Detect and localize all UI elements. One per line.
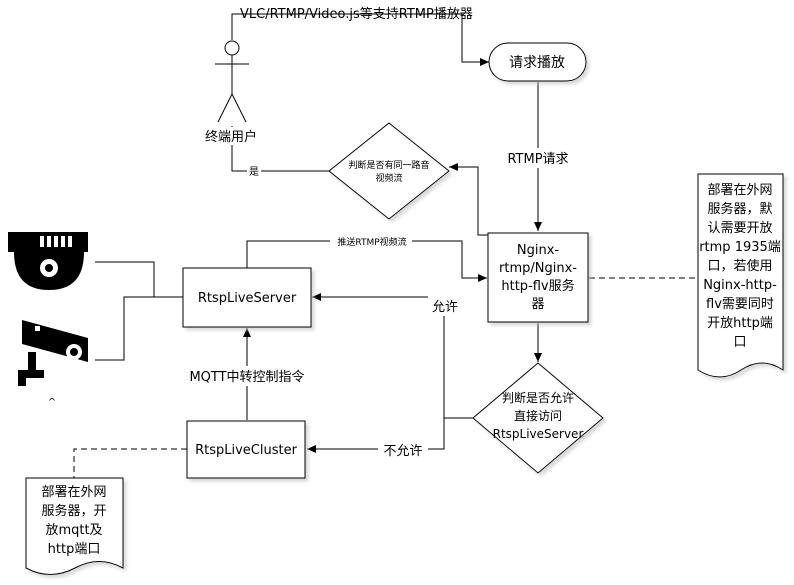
svg-text:直接访问: 直接访问 [514, 408, 562, 423]
dome-camera-icon [8, 232, 88, 290]
note-right: 部署在外网 服务器，默 认需要开放 rtmp 1935端 口，若使用 Nginx… [697, 173, 784, 378]
svg-text:MQTT中转控制指令: MQTT中转控制指令 [189, 370, 304, 385]
edge-player-to-request [231, 13, 489, 66]
check-same-stream-diamond: 判断是否有同一路音 视频流 [328, 122, 450, 220]
label-allow: 允许 [428, 296, 462, 316]
rtsp-live-server-node: RtspLiveServer [182, 267, 312, 328]
svg-text:服务器，默: 服务器，默 [707, 201, 772, 217]
rtsp-live-cluster-node: RtspLiveCluster [186, 420, 306, 479]
svg-text:不允许: 不允许 [383, 443, 422, 459]
label-push-rtmp: 推送RTMP视频流 [330, 235, 412, 248]
svg-text:放mqtt及: 放mqtt及 [45, 523, 102, 538]
check-direct-diamond: 判断是否允许 直接访问 RtspLiveServer [472, 362, 604, 474]
edge-check-to-server [312, 293, 473, 419]
svg-text:部署在外网: 部署在外网 [707, 183, 772, 198]
label-not-allow: 不允许 [378, 440, 428, 460]
svg-text:请求播放: 请求播放 [509, 55, 565, 71]
edge-check-to-cluster [307, 418, 445, 453]
svg-text:开放http端: 开放http端 [707, 316, 773, 331]
label-mqtt: MQTT中转控制指令 [178, 366, 316, 386]
request-play-node: 请求播放 [488, 42, 587, 82]
svg-text:RtspLiveCluster: RtspLiveCluster [195, 443, 297, 458]
svg-text:RtspLiveServer: RtspLiveServer [493, 427, 584, 441]
edge-dome-camera [95, 261, 183, 298]
label-rtmp-request: RTMP请求 [500, 148, 576, 168]
svg-text:判断是否允许: 判断是否允许 [502, 390, 574, 405]
svg-text:判断是否有同一路音: 判断是否有同一路音 [348, 159, 429, 171]
note-left: 部署在外网 服务器，开 放mqtt及 http端口 [25, 477, 124, 575]
svg-text:rtmp 1935端: rtmp 1935端 [699, 240, 781, 255]
svg-text:器: 器 [531, 297, 544, 312]
edge-server-to-nginx [246, 240, 487, 282]
svg-text:RtspLiveServer: RtspLiveServer [198, 291, 297, 306]
svg-text:Nginx-: Nginx- [517, 243, 560, 258]
edge-bullet-camera [95, 296, 154, 361]
svg-text:部署在外网: 部署在外网 [41, 485, 106, 500]
svg-text:RTMP请求: RTMP请求 [507, 152, 568, 167]
svg-text:http端口: http端口 [48, 542, 101, 557]
svg-text:flv需要同时: flv需要同时 [706, 297, 774, 312]
edge-note-left [73, 448, 187, 478]
svg-text:http-flv服务: http-flv服务 [501, 278, 574, 294]
nginx-node: Nginx- rtmp/Nginx- http-flv服务 器 [487, 232, 589, 323]
svg-text:允许: 允许 [432, 299, 458, 315]
svg-text:认需要开放: 认需要开放 [707, 221, 772, 236]
svg-text:视频流: 视频流 [375, 172, 402, 184]
svg-text:口: 口 [733, 335, 746, 350]
player-label: VLC/RTMP/Video.js等支持RTMP播放器 [240, 6, 473, 22]
end-user-label: 终端用户 [200, 127, 262, 145]
svg-text:口，若使用: 口，若使用 [707, 258, 772, 274]
svg-text:服务器，开: 服务器，开 [41, 503, 106, 519]
caret-mark: ^ [48, 397, 56, 408]
bullet-camera-icon [18, 320, 88, 386]
label-yes: 是 [247, 164, 261, 178]
edge-nginx-to-check-same [449, 163, 488, 236]
svg-text:rtmp/Nginx-: rtmp/Nginx- [499, 261, 577, 276]
svg-text:是: 是 [249, 166, 259, 178]
stick-figure-icon [215, 40, 249, 123]
svg-text:终端用户: 终端用户 [205, 129, 257, 145]
svg-text:推送RTMP视频流: 推送RTMP视频流 [337, 236, 406, 248]
svg-text:Nginx-http-: Nginx-http- [703, 278, 777, 293]
